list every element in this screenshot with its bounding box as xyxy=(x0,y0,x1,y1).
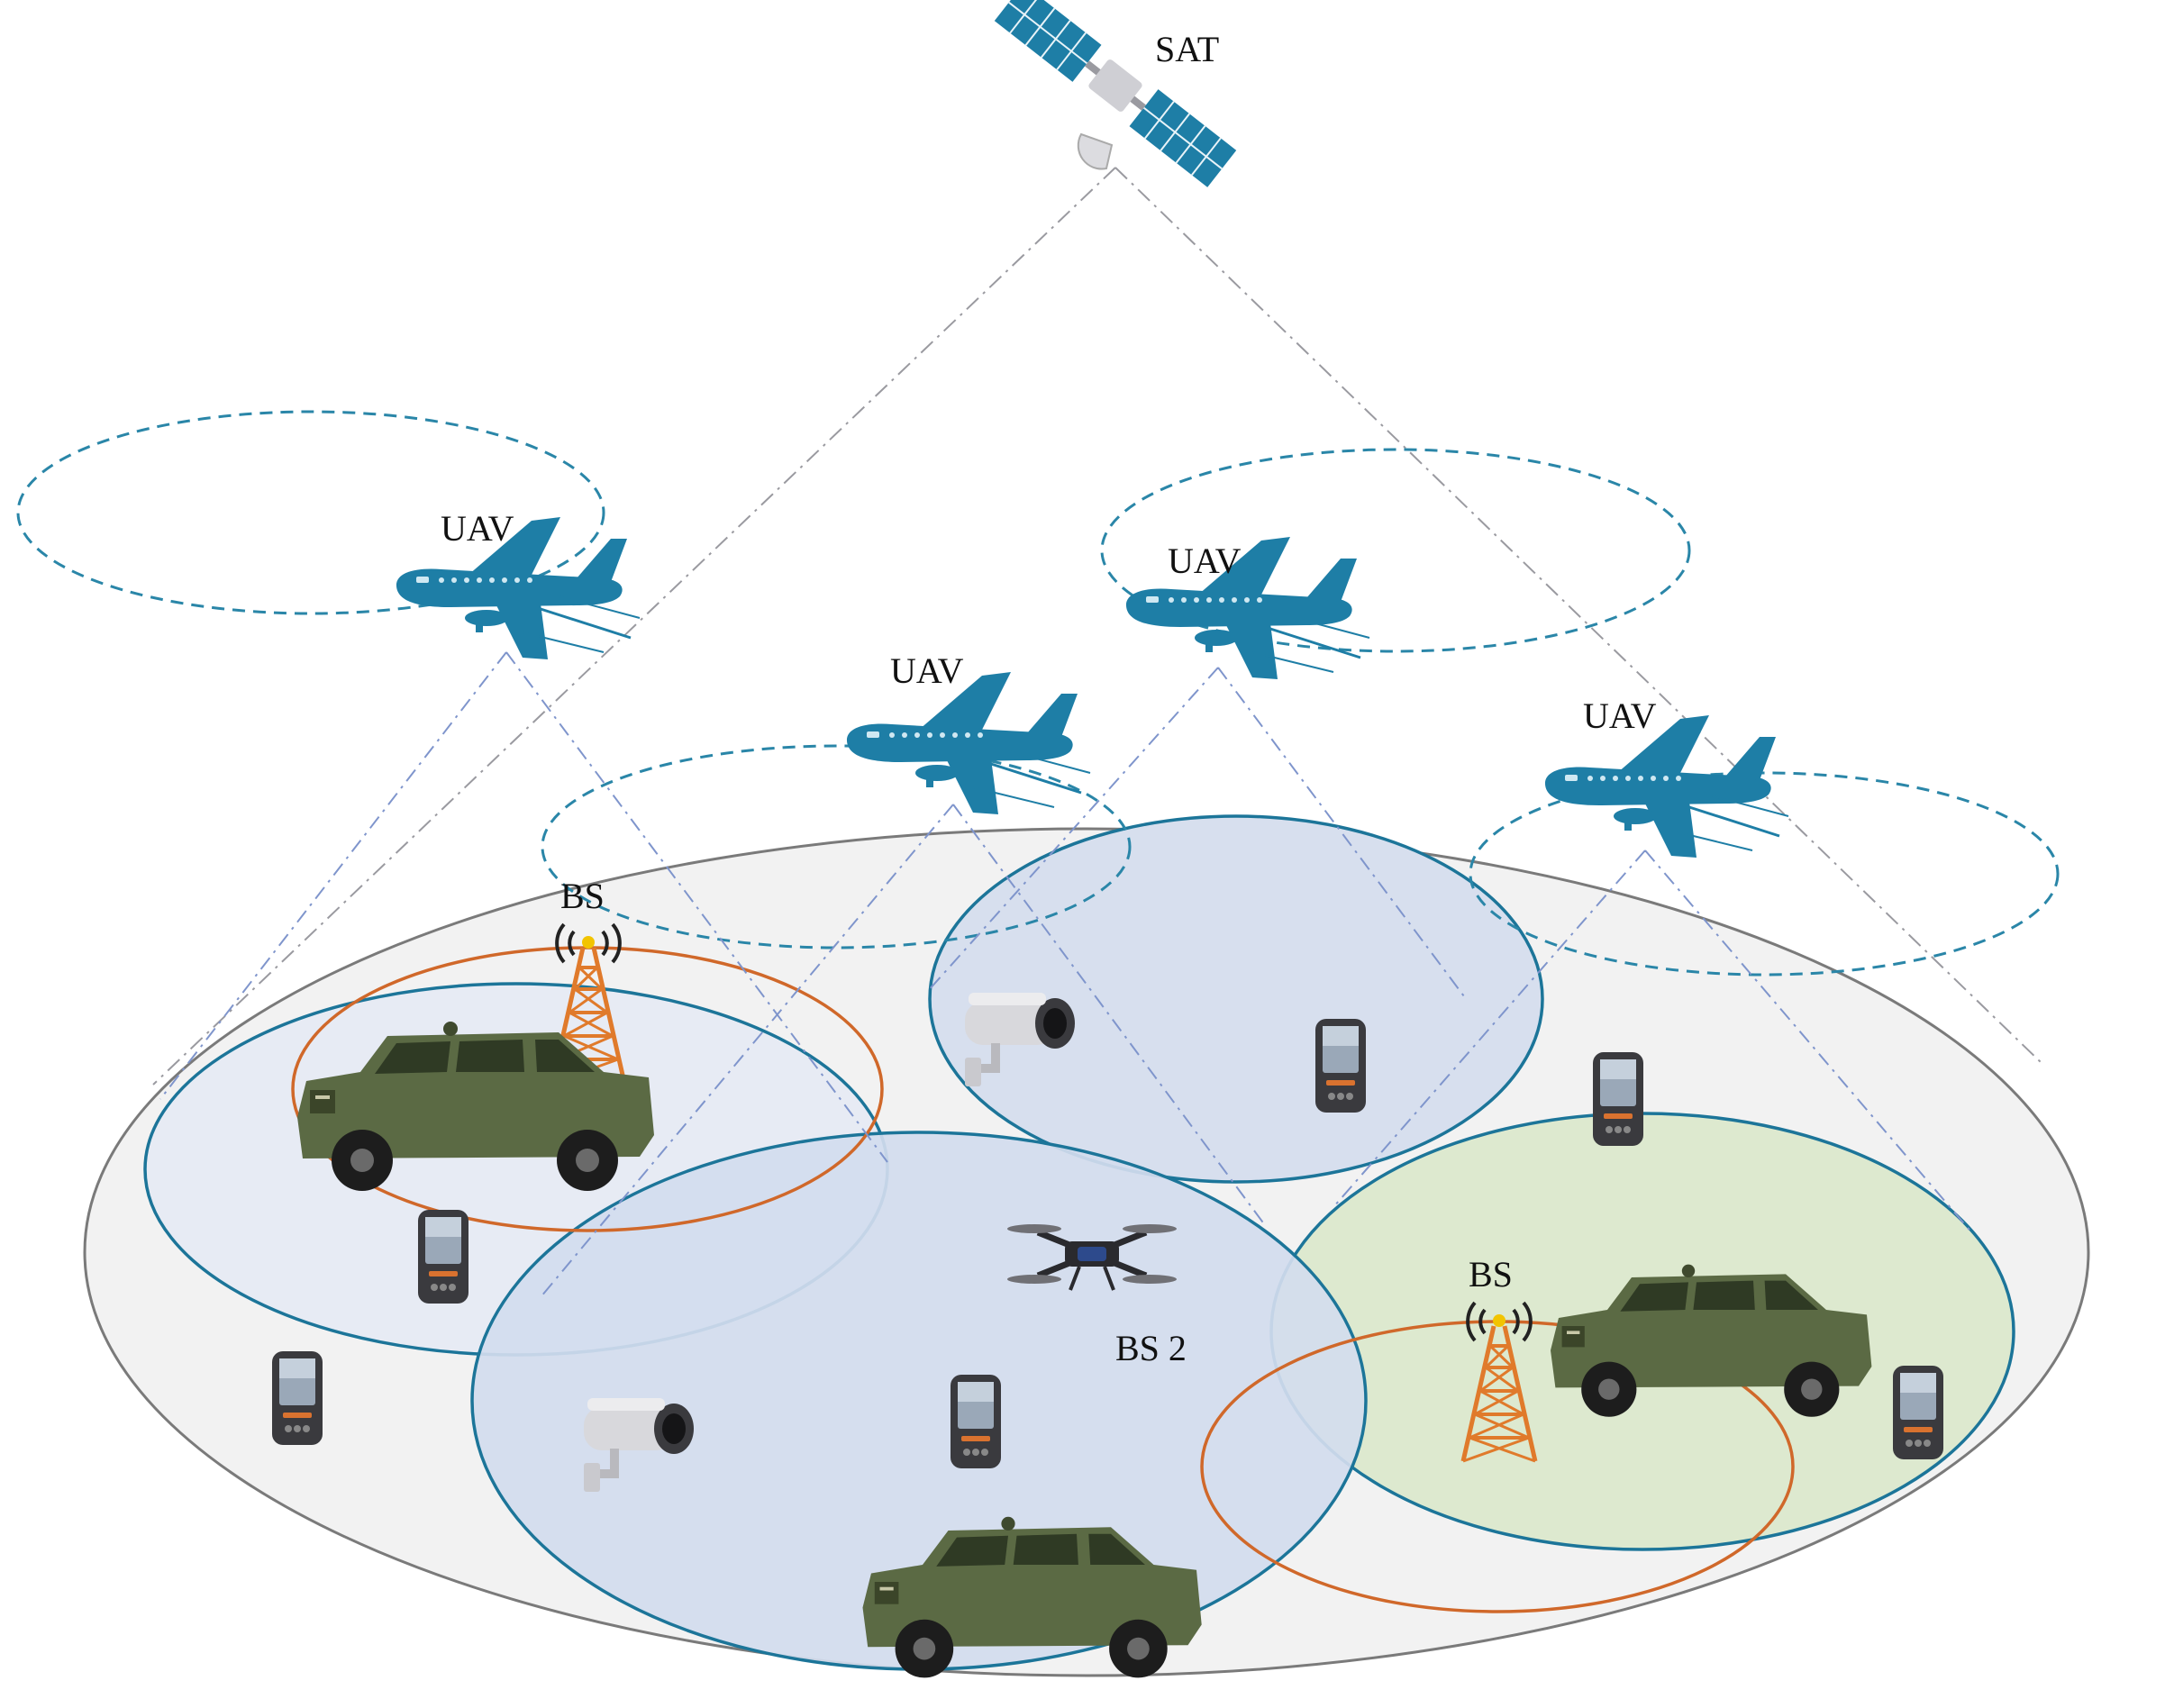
uav-3: UAV xyxy=(1124,535,1371,681)
airplane-icon xyxy=(395,515,641,661)
uav-2: UAV xyxy=(845,650,1092,816)
label-bs-2: BS 2 xyxy=(1115,1328,1187,1368)
airplane-icon xyxy=(1543,713,1790,859)
uav-flight-paths xyxy=(16,410,2060,977)
uav-links xyxy=(159,651,1974,1298)
label-uav-4: UAV xyxy=(1583,695,1657,736)
label-uav-3: UAV xyxy=(1168,541,1242,581)
uav-ring-2 xyxy=(541,744,1132,949)
handheld-terminal-icon xyxy=(1893,1366,1943,1459)
label-bs-1: BS xyxy=(560,876,605,916)
handheld-terminal-icon xyxy=(1593,1052,1643,1146)
uav-1: UAV xyxy=(395,508,641,661)
label-bs-3: BS xyxy=(1469,1254,1513,1295)
label-uav-1: UAV xyxy=(441,508,514,549)
handheld-terminal-icon xyxy=(418,1210,468,1304)
uav-ring-3 xyxy=(1100,448,1691,653)
airplane-icon xyxy=(1124,535,1371,681)
uav-ring-1 xyxy=(16,410,605,615)
satellite: SAT xyxy=(993,0,1238,188)
airplane-icon xyxy=(845,670,1092,816)
label-sat: SAT xyxy=(1155,29,1219,69)
base-station-1: BS xyxy=(552,876,624,1083)
coverage-cells xyxy=(143,814,2015,1671)
handheld-terminal-icon xyxy=(272,1351,323,1445)
uav-4: UAV xyxy=(1543,695,1790,859)
label-uav-2: UAV xyxy=(890,650,964,691)
base-station-3: BS xyxy=(1463,1254,1535,1461)
uav-ring-4 xyxy=(1469,771,2060,977)
satellite-links xyxy=(152,167,2042,1086)
handheld-terminal-icon xyxy=(951,1375,1001,1468)
handheld-terminal-icon xyxy=(1315,1019,1366,1113)
coverage-cell-top-center xyxy=(928,814,1544,1184)
